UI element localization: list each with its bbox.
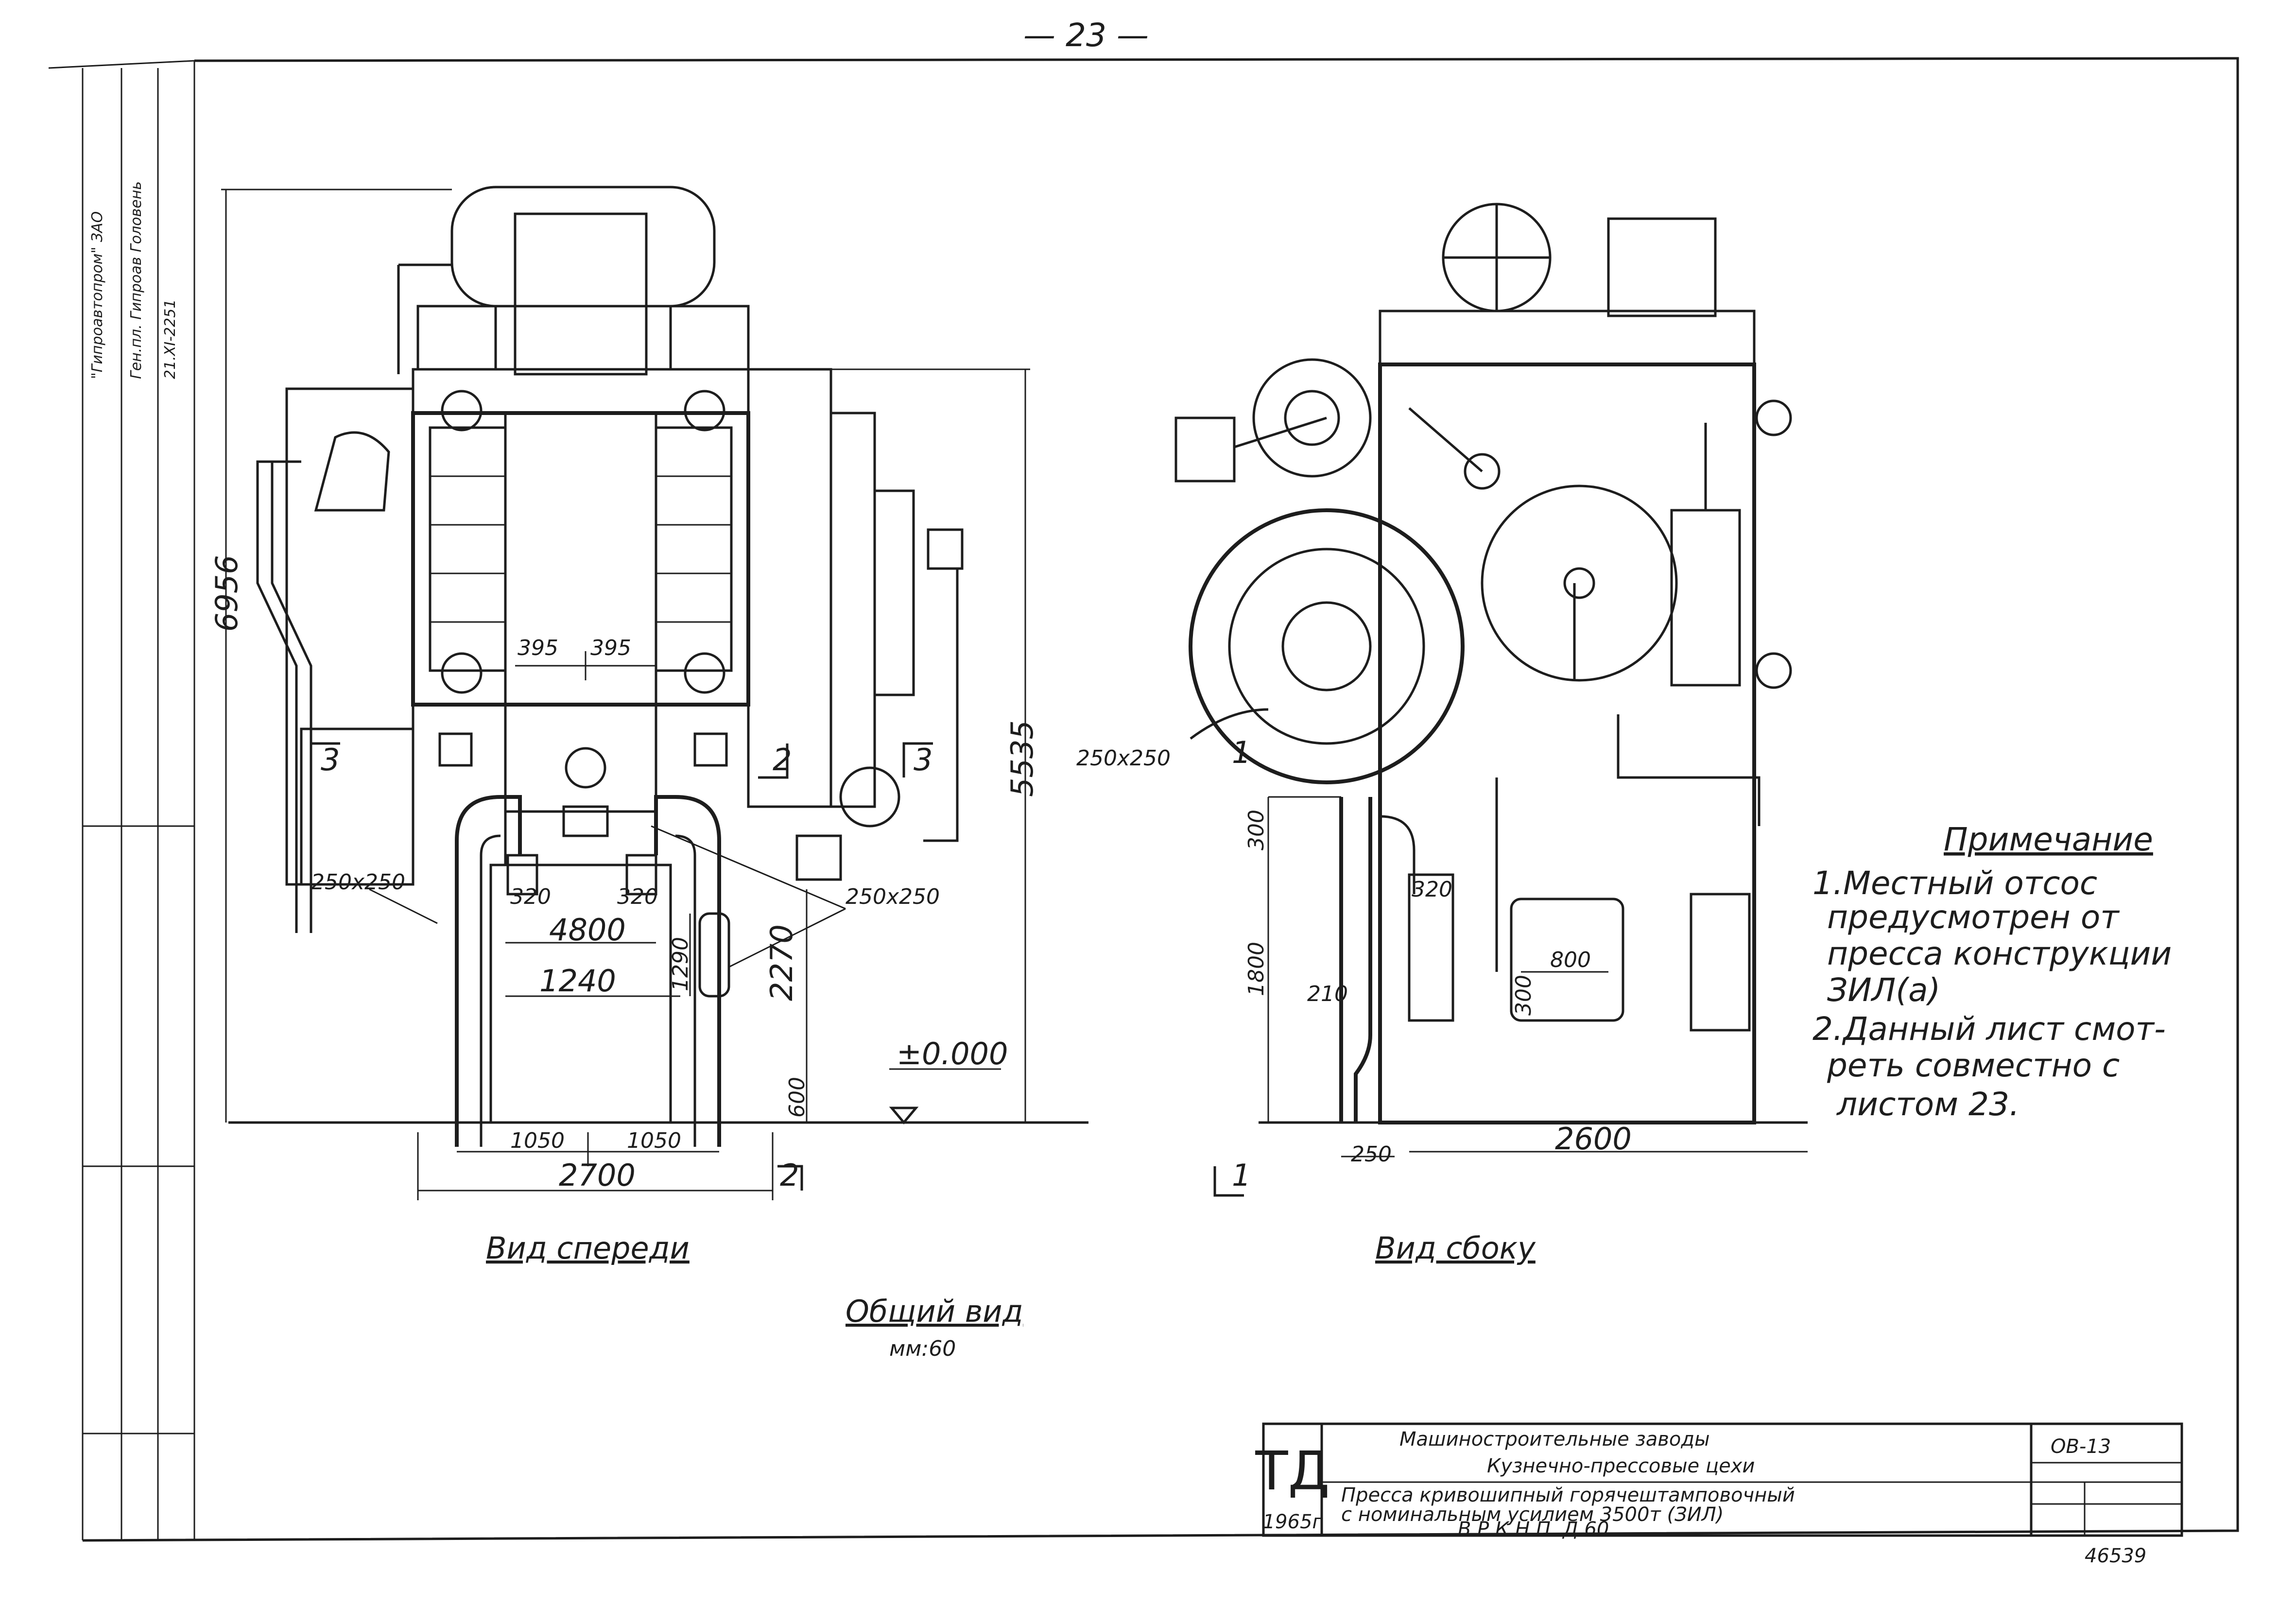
- side-section-mark-1-bottom: 1: [1232, 1158, 1251, 1193]
- note-line-3: пресса конструкции: [1827, 935, 2172, 972]
- side-dim-duct: 250x250: [1076, 746, 1171, 771]
- section-mark-2: 2: [773, 742, 792, 778]
- side-dim-250: 250: [1351, 1142, 1392, 1167]
- side-view-drawing: [1174, 203, 1808, 1197]
- dim-320-right: 320: [617, 884, 658, 909]
- dim-half-right: 395: [590, 636, 631, 660]
- note-line-1: 1.Местный отсос: [1813, 864, 2097, 902]
- note-line-5: 2.Данный лист смот-: [1813, 1010, 2166, 1048]
- dim-4800: 4800: [549, 912, 626, 948]
- title-logo: ТД: [1255, 1440, 1329, 1502]
- dim-duct-left: 250x250: [311, 870, 405, 895]
- title-line-5: В.Р.К.Н.П. Д.60: [1458, 1518, 1609, 1540]
- title-year: 1965г: [1263, 1511, 1323, 1533]
- note-line-7: листом 23.: [1836, 1086, 2020, 1123]
- title-block: ТД 1965г Машиностроительные заводы Кузне…: [1255, 1422, 2183, 1540]
- side-stamp: "Гипроавтопром" ЗАО Ген.пл. Гипроав Голо…: [83, 181, 194, 1434]
- dim-height-5535: 5535: [1004, 720, 1040, 797]
- title-line-3: Пресса кривошипный горячештамповочный: [1341, 1484, 1795, 1506]
- dim-1050-left: 1050: [510, 1128, 565, 1153]
- section-mark-3-right: 3: [914, 742, 932, 778]
- side-dim-800: 800: [1550, 948, 1591, 972]
- title-line-4: с номинальным усилием 3500т (ЗИЛ): [1341, 1503, 1724, 1526]
- dim-2270: 2270: [764, 924, 799, 1001]
- general-view-title: Общий вид: [846, 1294, 1023, 1329]
- note-line-6: реть совместно с: [1827, 1047, 2120, 1084]
- side-stamp-col3: 21.XI-2251: [162, 299, 179, 379]
- side-section-mark-1-top: 1: [1232, 735, 1251, 770]
- dim-600: 600: [785, 1077, 810, 1118]
- dim-320-left: 320: [510, 884, 551, 909]
- dim-duct-right: 250x250: [846, 884, 940, 909]
- side-dim-2600: 2600: [1555, 1121, 1632, 1157]
- side-dim-300: 300: [1244, 810, 1269, 850]
- dim-1240: 1240: [539, 963, 616, 999]
- front-view-drawing: [221, 186, 1088, 1200]
- side-dim-320: 320: [1412, 877, 1452, 902]
- side-dim-1800: 1800: [1244, 942, 1269, 996]
- title-line-1: Машиностроительные заводы: [1399, 1428, 1710, 1451]
- title-line-2: Кузнечно-прессовые цехи: [1487, 1455, 1755, 1477]
- dim-half-left: 395: [518, 636, 558, 660]
- note-line-2: предусмотрен от: [1827, 899, 2120, 936]
- note-block: Примечание 1.Местный отсос предусмотрен …: [1813, 821, 2172, 1123]
- side-dim-210: 210: [1307, 982, 1348, 1006]
- sheet-frame: [48, 57, 2239, 1542]
- dim-total-height: 6956: [209, 555, 244, 632]
- side-view-caption: Вид сбоку: [1375, 1230, 1536, 1266]
- side-dim-300b: 300: [1511, 975, 1536, 1016]
- dim-1290: 1290: [668, 937, 693, 991]
- page-number: — 23 —: [1023, 17, 1149, 54]
- front-view-caption: Вид спереди: [486, 1230, 690, 1266]
- section-mark-3-left: 3: [321, 742, 340, 778]
- side-stamp-col1: "Гипроавтопром" ЗАО: [89, 211, 106, 379]
- note-line-4: ЗИЛ(а): [1827, 971, 1940, 1009]
- general-view-scale: мм:60: [889, 1336, 956, 1361]
- dim-1050-right: 1050: [627, 1128, 681, 1153]
- note-title: Примечание: [1944, 821, 2153, 858]
- stamp-number: 46539: [2085, 1545, 2146, 1567]
- title-code: ОВ-13: [2051, 1435, 2111, 1458]
- side-stamp-col2: Ген.пл. Гипроав Головень: [128, 181, 145, 379]
- dim-2700: 2700: [559, 1158, 636, 1193]
- section-mark-2-bottom: 2: [780, 1158, 799, 1193]
- level-mark: ±0.000: [897, 1036, 1008, 1071]
